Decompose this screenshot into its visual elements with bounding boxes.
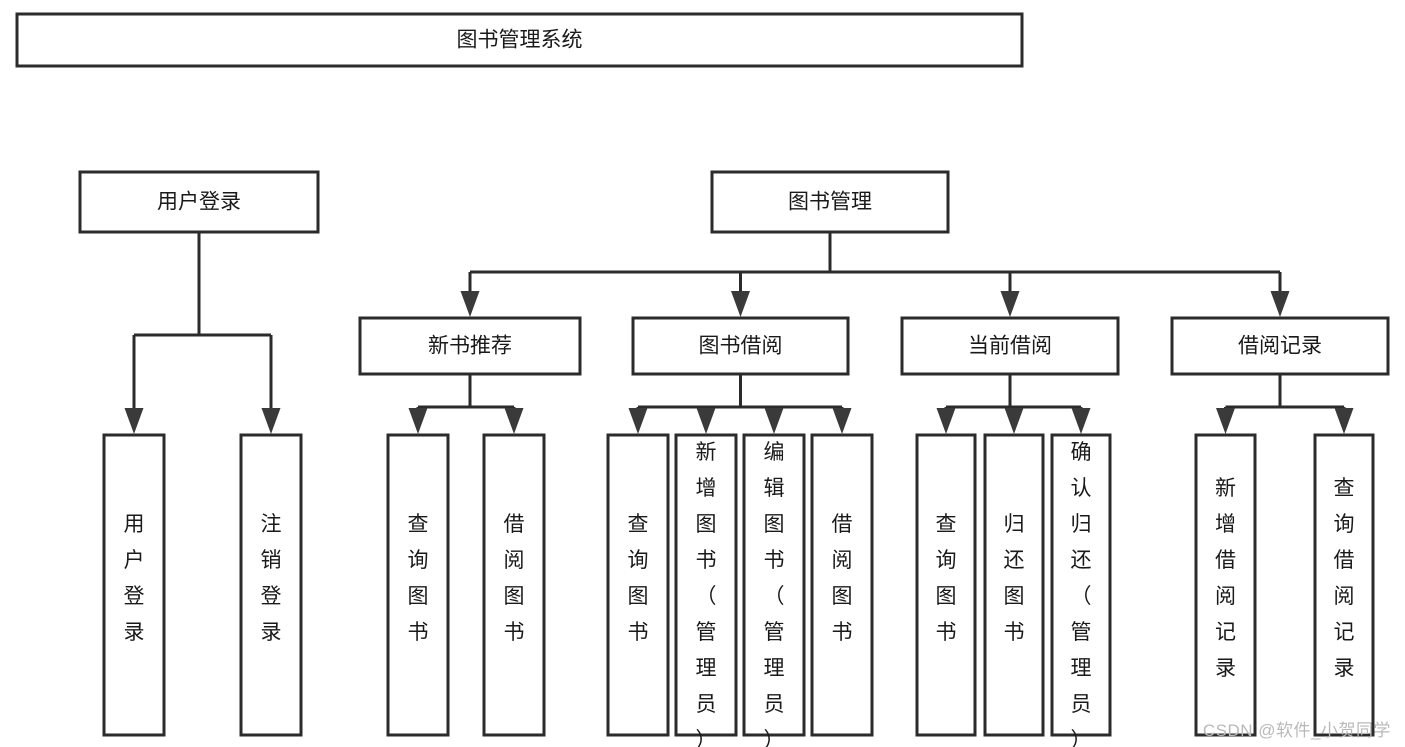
node-box-new-book-recommend[interactable] (358, 316, 582, 376)
node-current-borrow[interactable]: 当前借阅 (900, 316, 1120, 376)
node-box-current-borrow[interactable] (900, 316, 1120, 376)
node-root[interactable]: 图书管理系统 (15, 12, 1024, 68)
node-label-leaf-add-book: 新增图书（管理员） (696, 441, 717, 747)
node-label-book-manage: 图书管理 (788, 191, 872, 214)
arrow-head-book-borrow (731, 291, 750, 317)
node-leaf-borrow-book-2[interactable]: 借阅图书 (810, 433, 874, 737)
connector-layer (124, 232, 1354, 434)
node-box-leaf-logout[interactable] (239, 433, 303, 737)
node-leaf-user-login[interactable]: 用户登录 (102, 433, 166, 737)
node-layer: 图书管理系统用户登录图书管理新书推荐图书借阅当前借阅借阅记录用户登录注销登录查询… (15, 12, 1390, 747)
node-label-leaf-borrow-book-2: 借阅图书 (832, 513, 853, 644)
node-box-leaf-edit-book[interactable] (742, 433, 806, 737)
node-leaf-add-record[interactable]: 新增借阅记录 (1194, 433, 1257, 737)
arrow-head-leaf-confirm-return (1071, 408, 1091, 434)
node-box-leaf-user-login[interactable] (102, 433, 166, 737)
node-label-leaf-confirm-return: 确认归还（管理员） (1071, 441, 1092, 747)
node-box-root[interactable] (15, 12, 1024, 68)
node-box-leaf-confirm-return[interactable] (1050, 433, 1112, 737)
node-label-leaf-borrow-book-1: 借阅图书 (504, 513, 525, 644)
node-leaf-query-book-1[interactable]: 查询图书 (386, 433, 450, 737)
node-leaf-query-record[interactable]: 查询借阅记录 (1313, 433, 1375, 737)
node-box-user-login[interactable] (78, 170, 320, 234)
arrow-head-borrow-record (1270, 291, 1290, 317)
arrow-head-leaf-query-book-3 (936, 408, 956, 434)
node-box-leaf-query-book-2[interactable] (606, 433, 670, 737)
node-label-leaf-return-book: 归还图书 (1004, 513, 1025, 644)
node-label-current-borrow: 当前借阅 (968, 335, 1052, 358)
node-leaf-confirm-return[interactable]: 确认归还（管理员） (1050, 433, 1112, 747)
node-box-leaf-borrow-book-1[interactable] (482, 433, 546, 737)
node-label-new-book-recommend: 新书推荐 (428, 335, 512, 358)
arrow-head-current-borrow (1000, 291, 1020, 317)
node-label-user-login: 用户登录 (157, 191, 241, 214)
node-label-leaf-query-book-2: 查询图书 (628, 513, 649, 644)
arrow-head-leaf-user-login (124, 408, 144, 434)
node-leaf-query-book-3[interactable]: 查询图书 (915, 433, 977, 737)
node-user-login[interactable]: 用户登录 (78, 170, 320, 234)
node-label-leaf-add-record: 新增借阅记录 (1215, 477, 1236, 680)
arrow-head-leaf-query-record (1334, 408, 1354, 434)
node-label-borrow-record: 借阅记录 (1238, 335, 1322, 358)
node-box-leaf-query-record[interactable] (1313, 433, 1375, 737)
node-box-borrow-record[interactable] (1170, 316, 1390, 376)
node-leaf-add-book[interactable]: 新增图书（管理员） (674, 433, 738, 747)
arrow-head-leaf-return-book (1004, 408, 1024, 434)
node-box-leaf-add-record[interactable] (1194, 433, 1257, 737)
arrow-head-leaf-borrow-book-1 (504, 408, 524, 434)
node-new-book-recommend[interactable]: 新书推荐 (358, 316, 582, 376)
arrow-head-leaf-edit-book (764, 408, 784, 434)
node-label-leaf-query-book-3: 查询图书 (936, 513, 957, 644)
node-label-leaf-edit-book: 编辑图书（管理员） (764, 441, 785, 747)
node-label-root: 图书管理系统 (457, 29, 583, 52)
node-label-leaf-query-book-1: 查询图书 (408, 513, 429, 644)
node-leaf-query-book-2[interactable]: 查询图书 (606, 433, 670, 737)
node-borrow-record[interactable]: 借阅记录 (1170, 316, 1390, 376)
arrow-head-leaf-query-book-1 (408, 408, 428, 434)
node-label-leaf-logout: 注销登录 (261, 513, 282, 644)
arrow-head-new-book-recommend (460, 291, 480, 317)
node-label-book-borrow: 图书借阅 (699, 335, 783, 358)
node-leaf-return-book[interactable]: 归还图书 (983, 433, 1045, 737)
arrow-head-leaf-query-book-2 (628, 408, 648, 434)
node-box-leaf-borrow-book-2[interactable] (810, 433, 874, 737)
arrow-head-leaf-borrow-book-2 (832, 408, 852, 434)
node-box-leaf-query-book-3[interactable] (915, 433, 977, 737)
node-book-manage[interactable]: 图书管理 (710, 170, 950, 234)
arrow-head-leaf-add-book (696, 408, 716, 434)
csdn-watermark: CSDN @软件_小贺同学 (1202, 721, 1391, 740)
node-box-leaf-query-book-1[interactable] (386, 433, 450, 737)
node-box-book-manage[interactable] (710, 170, 950, 234)
arrow-head-leaf-add-record (1216, 408, 1235, 434)
node-box-leaf-add-book[interactable] (674, 433, 738, 737)
node-leaf-logout[interactable]: 注销登录 (239, 433, 303, 737)
node-book-borrow[interactable]: 图书借阅 (631, 316, 850, 376)
node-leaf-edit-book[interactable]: 编辑图书（管理员） (742, 433, 806, 747)
node-leaf-borrow-book-1[interactable]: 借阅图书 (482, 433, 546, 737)
node-box-leaf-return-book[interactable] (983, 433, 1045, 737)
node-label-leaf-query-record: 查询借阅记录 (1334, 477, 1355, 680)
node-box-book-borrow[interactable] (631, 316, 850, 376)
node-label-leaf-user-login: 用户登录 (124, 513, 145, 644)
arrow-head-leaf-logout (261, 408, 281, 434)
